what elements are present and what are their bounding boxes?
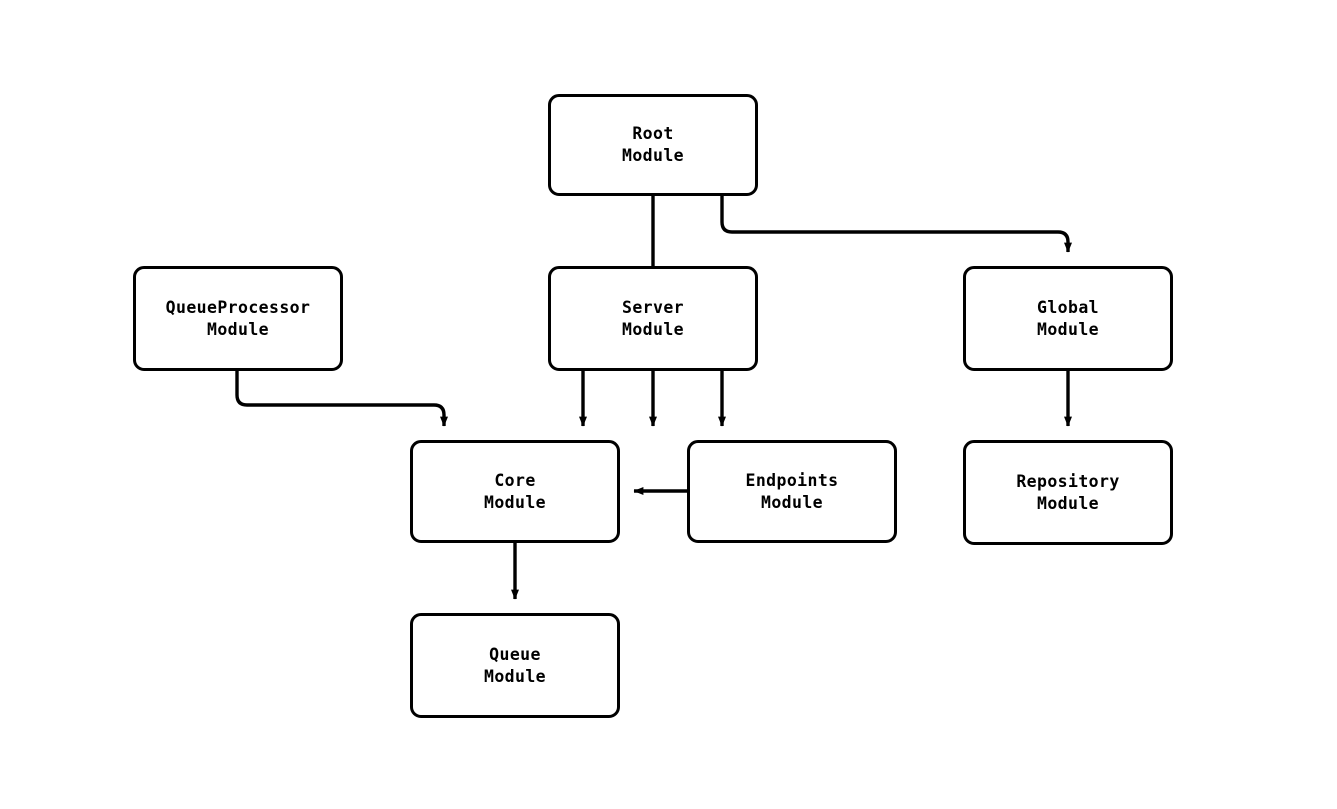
node-root-module-label: Root Module (621, 124, 684, 165)
edge-root-to-global (720, 196, 1072, 253)
node-queueprocessor-module-label: QueueProcessor Module (165, 297, 311, 339)
node-core-module[interactable]: Core Module (410, 440, 620, 543)
node-global-module[interactable]: Global Module (963, 266, 1173, 371)
edge-queueprocessor-to-core (235, 371, 448, 427)
node-root-module[interactable]: Root Module (548, 94, 758, 196)
node-repository-module-label: Repository Module (1016, 471, 1120, 513)
node-endpoints-module-label: Endpoints Module (745, 470, 839, 512)
node-queue-module-label: Queue Module (483, 644, 546, 686)
node-queueprocessor-module[interactable]: QueueProcessor Module (133, 266, 343, 371)
node-queue-module[interactable]: Queue Module (410, 613, 620, 718)
node-repository-module[interactable]: Repository Module (963, 440, 1173, 545)
node-global-module-label: Global Module (1036, 297, 1099, 339)
node-endpoints-module[interactable]: Endpoints Module (687, 440, 897, 543)
node-server-module[interactable]: Server Module (548, 266, 758, 371)
node-server-module-label: Server Module (621, 297, 684, 339)
node-core-module-label: Core Module (483, 470, 546, 512)
